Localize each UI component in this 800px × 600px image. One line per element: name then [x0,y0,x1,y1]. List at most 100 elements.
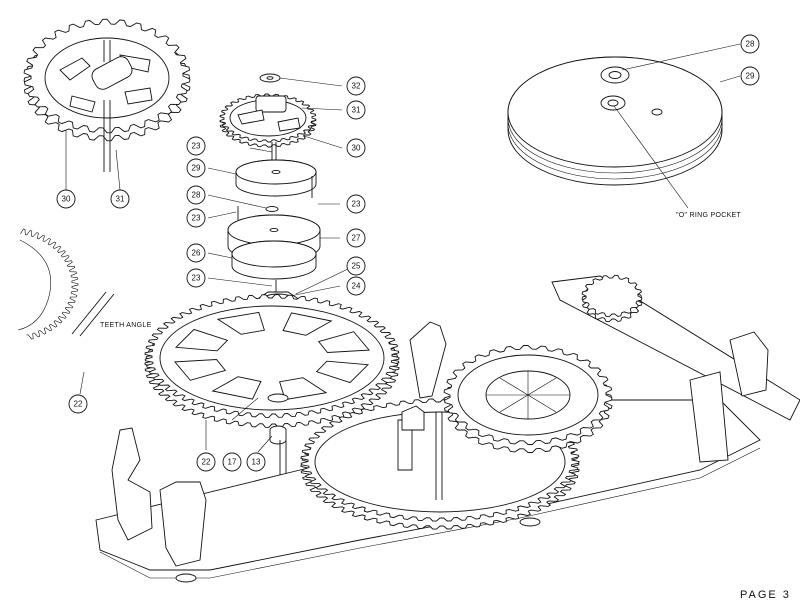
leader-line [279,77,343,87]
svg-text:31: 31 [116,195,125,204]
svg-text:25: 25 [352,262,361,271]
callout-30: 30 [56,189,76,209]
foot [175,573,197,583]
callout-28: 28 [740,34,760,54]
partial-gear-teeth [20,228,79,340]
svg-text:22: 22 [202,458,211,467]
frame-pillar [111,427,153,541]
leader-line [207,277,273,287]
callout-24: 24 [346,276,366,296]
wheel-22-cutout [282,312,333,336]
callout-23: 23 [186,136,206,156]
o-ring-pocket [600,95,626,111]
callout-23: 23 [346,194,366,214]
svg-text:17: 17 [228,458,237,467]
callout-27: 27 [346,228,366,248]
gear-tooth-ring [581,274,643,318]
callout-23: 23 [186,268,206,288]
main-wheel-22 [144,294,400,500]
callout-balloons: 32 31 30 23 29 28 23 23 27 26 25 23 24 2… [56,34,760,472]
svg-text:23: 23 [352,200,361,209]
svg-text:28: 28 [192,191,201,200]
partial-gear-web [17,239,52,331]
svg-text:28: 28 [746,40,755,49]
leader-line [207,167,237,175]
leader-line [115,149,121,191]
svg-text:27: 27 [352,234,361,243]
callout-29: 29 [186,158,206,178]
svg-text:30: 30 [352,144,361,153]
callout-22: 22 [68,394,88,414]
svg-text:30: 30 [62,195,71,204]
pendulum-rack [689,371,729,463]
arbor-17 [267,393,289,403]
callout-30: 30 [346,138,366,158]
frame-pillar [159,481,207,567]
svg-text:29: 29 [746,72,755,81]
callout-22: 22 [196,452,216,472]
leader-line [79,371,85,395]
page-label: PAGE 3 [740,589,791,600]
gear-30-cutout [124,87,153,105]
pulley-hole [651,108,663,116]
movement-frame [95,274,800,583]
gear-tooth-ring [20,228,79,340]
leader-line [207,194,267,209]
leader-line [231,397,259,421]
callout-32: 32 [346,76,366,96]
callout-25: 25 [346,256,366,276]
wheel-22-cutout [174,328,229,352]
svg-text:32: 32 [352,82,361,91]
o-ring-pocket-note: "O" RING POCKET [676,212,742,219]
svg-text:26: 26 [192,249,201,258]
collar-13 [269,425,287,445]
svg-text:23: 23 [192,274,201,283]
arbor-31-hub [91,56,133,90]
leader-line [303,135,343,149]
svg-text:29: 29 [192,164,201,173]
wheel-22-cutout [216,311,265,335]
wheel-22-cutout [173,359,227,381]
svg-text:31: 31 [352,106,361,115]
leader-line [257,435,273,453]
teeth-angle-note: TEETH ANGLE [100,322,152,329]
gear-30-cutout [59,57,91,81]
pulley-detail [507,43,741,209]
gear-30-cutout [69,95,96,113]
callout-29: 29 [740,66,760,86]
wheel-22-web [159,305,385,411]
teeth-angle-detail [17,228,115,395]
callout-31: 31 [110,189,130,209]
callout-23: 23 [186,208,206,228]
leader-line [621,43,741,71]
callout-28: 28 [186,185,206,205]
exploded-arbor-stack [207,73,351,321]
pulley-29-face [507,56,723,168]
svg-text:13: 13 [252,458,261,467]
washer-32 [259,73,281,83]
foot [519,517,541,527]
gear-31-cutout [277,117,301,132]
wheel-22-cutout [315,360,370,384]
leader-line [719,75,741,83]
crutch-gear [581,274,643,323]
leader-line [301,107,343,111]
detail-gear-30-arbor-31 [23,18,191,191]
svg-text:23: 23 [192,214,201,223]
teeth-angle-mark [71,291,107,335]
washer-28 [265,206,279,212]
leader-line [207,211,237,219]
wheel-22-cutout [211,376,262,400]
wheel-22-cutout [317,331,371,353]
leader-line [289,285,341,297]
leader-line [613,105,689,209]
svg-text:24: 24 [352,282,361,291]
leader-line [249,147,273,153]
callout-26: 26 [186,243,206,263]
svg-text:22: 22 [74,400,83,409]
wheel-22-cutouts [173,311,371,401]
callout-13: 13 [246,452,266,472]
callout-17: 17 [222,452,242,472]
gear-31-cutout [237,109,265,125]
callout-31: 31 [346,100,366,120]
